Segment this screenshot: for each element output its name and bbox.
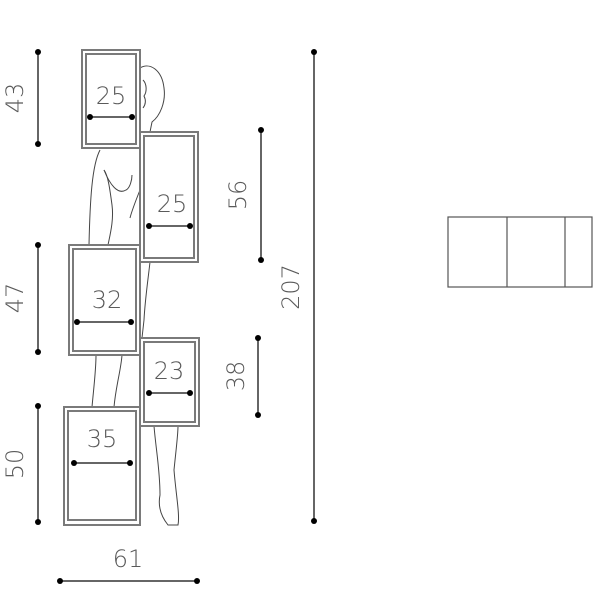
- dimension-label: 56: [224, 180, 252, 211]
- human-figure-outline: [88, 65, 179, 526]
- dimension-label: 47: [1, 283, 29, 314]
- dimension-label: 61: [113, 545, 144, 573]
- height-dimension-38: 38: [222, 335, 261, 418]
- height-dimension-207: 207: [277, 49, 317, 524]
- shelf-module-5: 35: [63, 406, 141, 526]
- top-view: [447, 216, 593, 288]
- shelf-module-3: 32: [68, 244, 141, 356]
- height-dimension-56: 56: [224, 127, 264, 263]
- dimension-label: 207: [277, 264, 305, 310]
- width-dimension-61: 61: [57, 545, 200, 584]
- height-dimension-47: 47: [1, 242, 41, 355]
- shelf-module-2: 25: [139, 131, 199, 263]
- height-dimension-43: 43: [1, 49, 41, 147]
- dimension-label: 43: [1, 83, 29, 114]
- module-width-label: 25: [96, 82, 127, 110]
- module-width-label: 25: [157, 190, 188, 218]
- module-width-label: 23: [154, 357, 185, 385]
- dimension-label: 50: [1, 449, 29, 480]
- height-dimension-50: 50: [1, 403, 41, 525]
- module-width-label: 35: [87, 425, 118, 453]
- shelf-module-4: 23: [139, 337, 200, 427]
- shelf-module-1: 25: [81, 49, 141, 149]
- dimension-label: 38: [222, 361, 250, 392]
- module-width-label: 32: [92, 286, 123, 314]
